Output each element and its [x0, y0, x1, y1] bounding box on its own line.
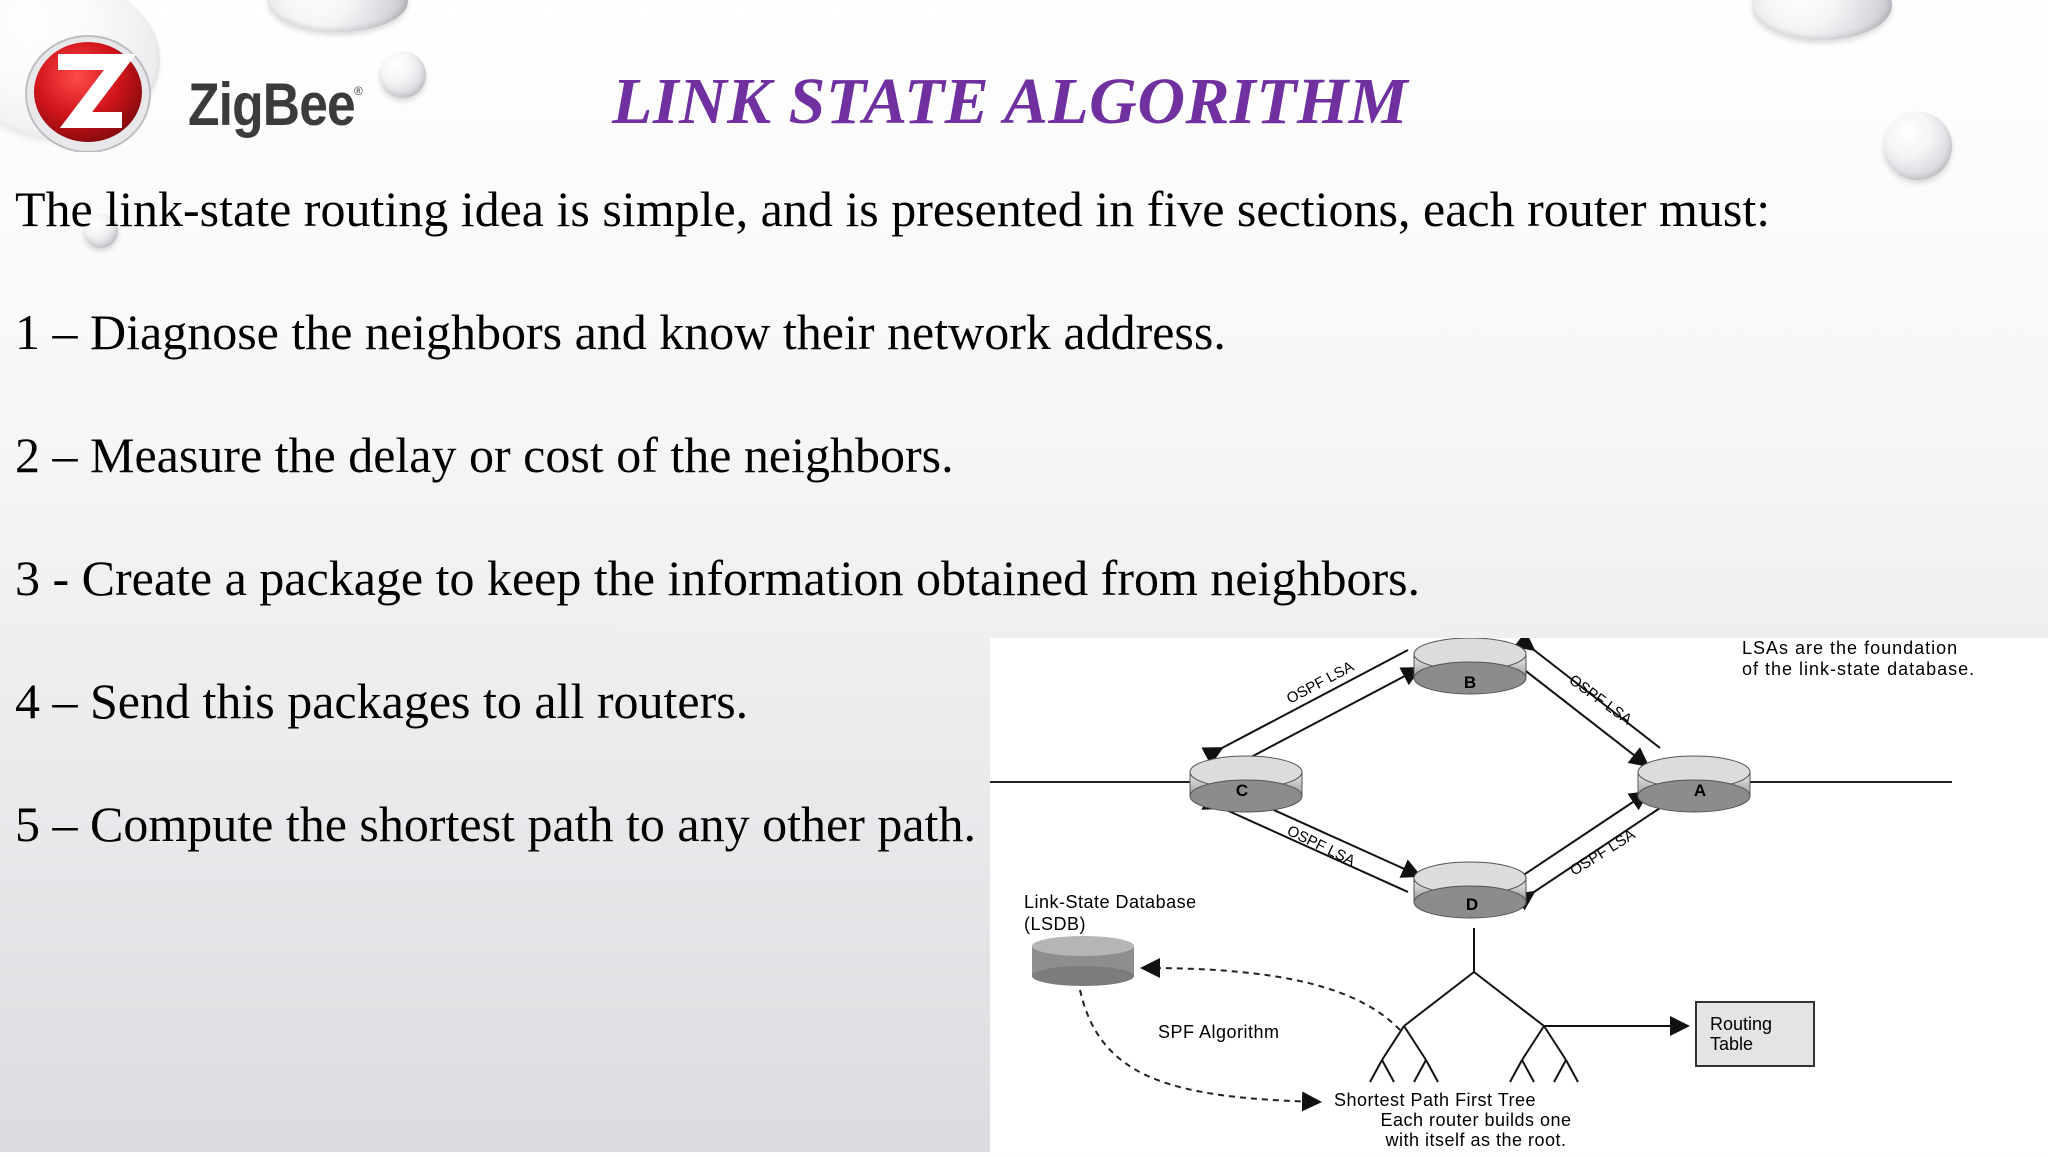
- router-a-icon: A: [1637, 755, 1751, 813]
- registered-mark: ®: [354, 84, 363, 98]
- step-4: 4 – Send this packages to all routers.: [15, 673, 749, 729]
- zigbee-logo-icon: [25, 35, 151, 153]
- lsa-note: LSAs are the foundation: [1742, 638, 1958, 658]
- step-3: 3 - Create a package to keep the informa…: [15, 550, 1421, 606]
- zigbee-wordmark: ZigBee: [188, 71, 356, 138]
- router-c-label: C: [1236, 781, 1248, 800]
- router-d-icon: D: [1413, 861, 1527, 919]
- intro-text: The link-state routing idea is simple, a…: [15, 181, 1771, 237]
- step-1: 1 – Diagnose the neighbors and know thei…: [15, 304, 1226, 360]
- tree-caption: Shortest Path First Tree: [1334, 1090, 1536, 1110]
- router-b-label: B: [1464, 673, 1476, 692]
- droplet-decoration: [84, 214, 118, 248]
- tree-caption: with itself as the root.: [1384, 1130, 1566, 1150]
- zigbee-logo: ZigBee ®: [20, 22, 363, 153]
- lsdb-label: Link-State Database: [1024, 892, 1197, 912]
- lsa-label: OSPF LSA: [1284, 822, 1357, 869]
- lsdb-label: (LSDB): [1024, 914, 1086, 934]
- droplet-decoration: [380, 52, 426, 98]
- tree-caption: Each router builds one: [1380, 1110, 1571, 1130]
- lsa-label: OSPF LSA: [1567, 826, 1638, 879]
- router-c-icon: C: [1189, 755, 1303, 813]
- routing-table-label: Table: [1710, 1034, 1753, 1054]
- spf-tree-icon: [1369, 928, 1579, 1083]
- lsa-label: OSPF LSA: [1566, 671, 1635, 728]
- lsa-note: of the link-state database.: [1742, 659, 1975, 679]
- slide-title: LINK STATE ALGORITHM: [612, 65, 1409, 138]
- routing-table-label: Routing: [1710, 1014, 1772, 1034]
- router-b-icon: B: [1413, 637, 1527, 695]
- step-5: 5 – Compute the shortest path to any oth…: [15, 796, 976, 852]
- router-a-label: A: [1694, 781, 1706, 800]
- spf-label: SPF Algorithm: [1158, 1022, 1280, 1042]
- droplet-decoration: [1752, 0, 1892, 40]
- droplet-decoration: [1884, 112, 1952, 180]
- routing-table-box: [1695, 1001, 1815, 1067]
- router-d-label: D: [1466, 895, 1478, 914]
- database-icon: [1032, 936, 1134, 986]
- ospf-diagram: OSPF LSA OSPF LSA OSPF LSA OSPF LSA B C …: [990, 631, 2048, 1152]
- step-2: 2 – Measure the delay or cost of the nei…: [15, 427, 954, 483]
